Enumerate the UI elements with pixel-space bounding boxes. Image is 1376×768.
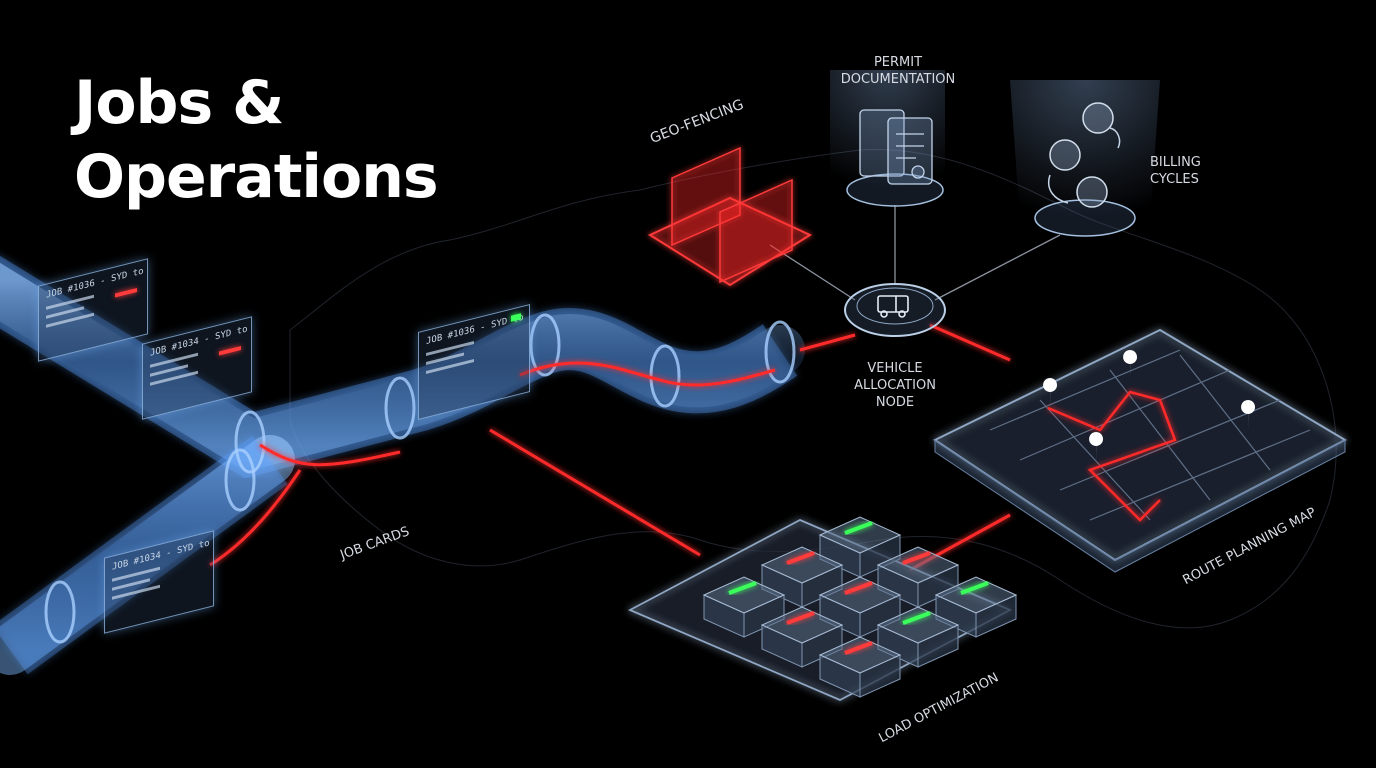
billing-platform [1010,80,1160,237]
title-line-2: Operations [74,142,439,212]
billing-label: BILLING CYCLES [1150,155,1201,187]
cycle-arrow [1048,127,1121,204]
document-icon [859,109,933,185]
geo-fencing-platform [647,146,813,287]
pipe-couplings [44,313,796,644]
route-line [1047,390,1177,522]
load-crate [818,636,902,698]
permit-platform [830,70,945,207]
load-crate [934,576,1018,638]
load-crate [702,576,786,638]
load-crate [876,546,960,608]
load-crate [760,546,844,608]
map-streets [989,349,1311,521]
map-outline [289,149,1337,629]
load-crate [876,606,960,668]
pipeline [0,262,805,472]
map-pin-icon [1043,350,1256,462]
route-map [932,328,1348,573]
van-icon [877,295,909,318]
vehicle-node [844,283,946,337]
load-crate [818,516,902,578]
page-title: Jobs & Operations [74,66,439,214]
load-crates [702,516,1018,698]
permit-label: PERMIT DOCUMENTATION [840,55,956,87]
vehicle-node-label: VEHICLE ALLOCATION NODE [854,361,936,410]
dollar-coin-icon [1049,102,1114,208]
load-crate [818,576,902,638]
title-line-1: Jobs & [74,68,284,138]
pipe-red-flow [209,361,776,567]
